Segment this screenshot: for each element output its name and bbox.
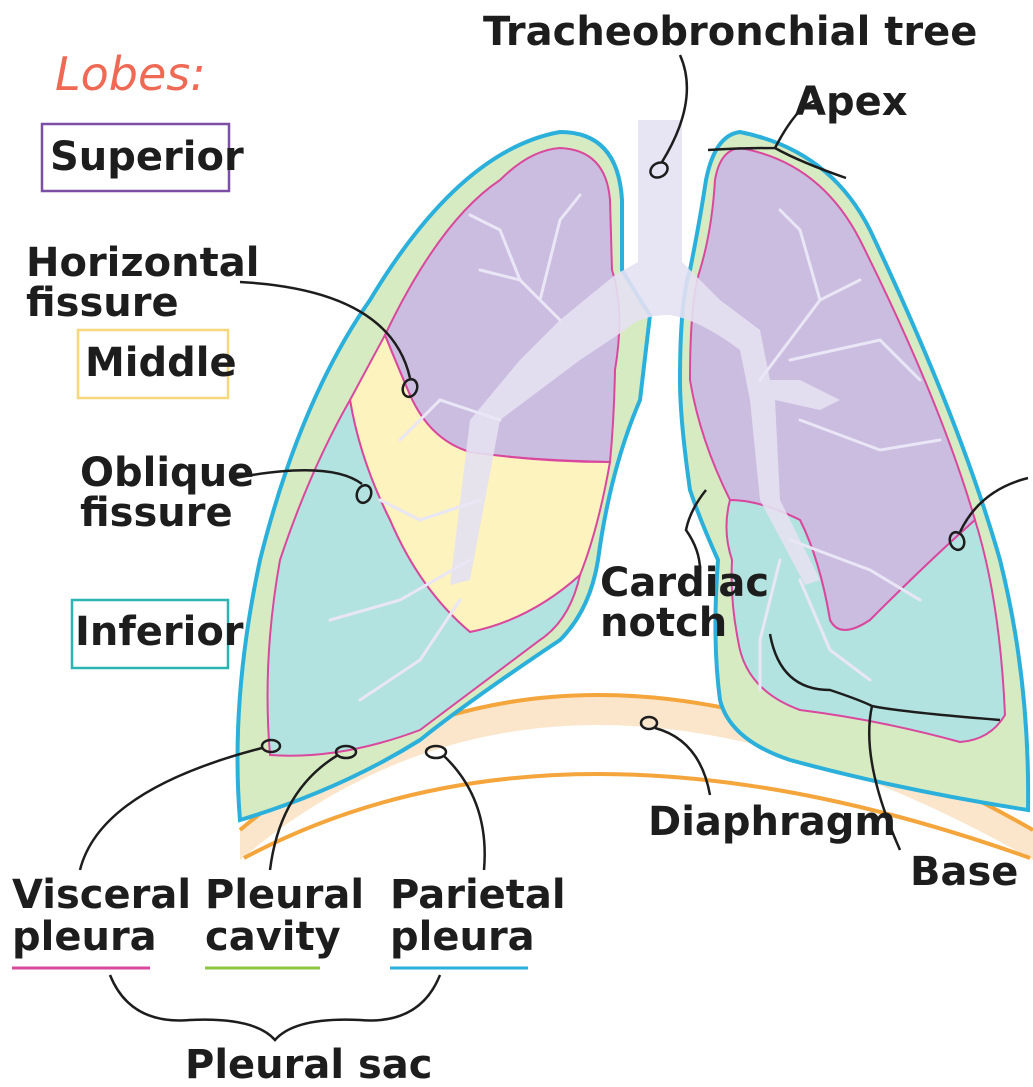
label-parietal-pleura-line1: Parietal xyxy=(390,872,566,918)
label-pleural-cavity-line2: cavity xyxy=(205,914,341,960)
legend-superior-label: Superior xyxy=(50,134,244,180)
label-oblique-fissure-line2: fissure xyxy=(80,490,233,536)
label-pleural-sac: Pleural sac xyxy=(185,1042,433,1087)
label-diaphragm: Diaphragm xyxy=(648,799,896,845)
label-base: Base xyxy=(910,849,1018,895)
label-horizontal-fissure-line2: fissure xyxy=(26,280,179,326)
legend-middle-label: Middle xyxy=(85,340,237,386)
label-cardiac-notch-line2: notch xyxy=(600,600,727,646)
label-visceral-pleura-line2: pleura xyxy=(12,914,157,960)
label-parietal-pleura-line2: pleura xyxy=(390,914,535,960)
label-apex: Apex xyxy=(795,79,908,125)
label-tracheobronchial-tree: Tracheobronchial tree xyxy=(483,9,977,55)
label-pleural-cavity-line1: Pleural xyxy=(205,872,364,918)
lobes-legend-title: Lobes: xyxy=(55,47,206,101)
label-visceral-pleura-line1: Visceral xyxy=(12,872,191,918)
legend-inferior-label: Inferior xyxy=(75,609,244,655)
